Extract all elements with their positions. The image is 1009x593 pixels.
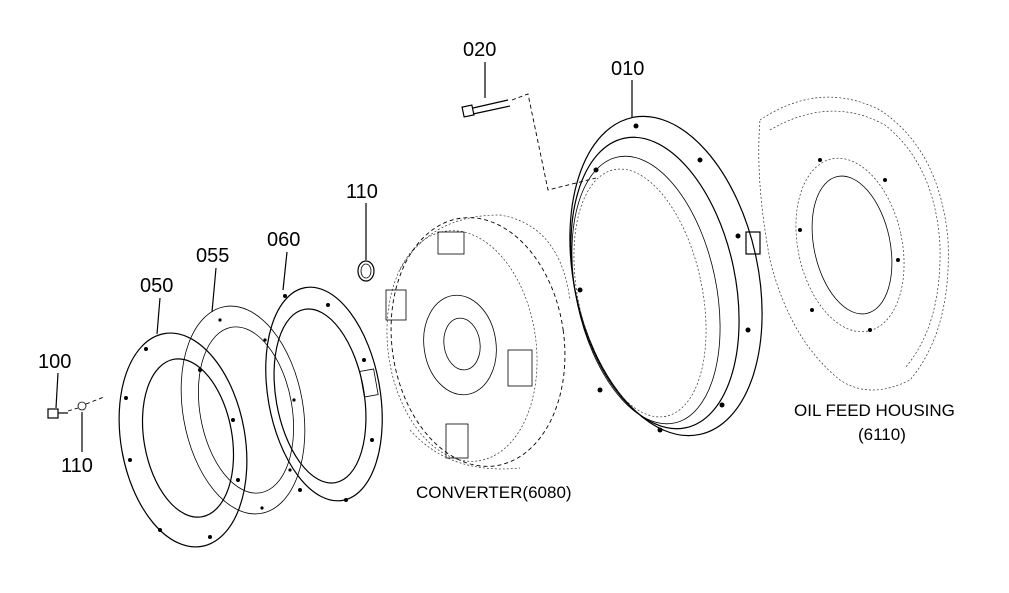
part-010-housing [569,115,763,437]
callout-050: 050 [140,275,173,297]
part-060-ring [265,286,383,502]
caption-oil-feed-housing-code: (6110) [858,425,906,444]
part-020-bolt [461,93,597,191]
part-055-gasket [180,305,306,515]
callout-110-top: 110 [346,181,378,203]
caption-oil-feed-housing: OIL FEED HOUSING [794,401,955,420]
converter-6080 [385,214,571,470]
part-050-plate [118,332,248,548]
part-110-seal-ring [357,260,375,282]
oil-feed-housing-6110 [758,96,949,391]
leader-lines [55,62,633,452]
callout-060: 060 [267,229,300,251]
callout-010: 010 [611,58,644,80]
callout-020: 020 [463,39,496,61]
callout-110-bottom: 110 [61,455,93,477]
callout-055: 055 [196,245,229,267]
part-100-bolt [47,396,105,419]
callout-100: 100 [38,351,71,373]
caption-converter: CONVERTER(6080) [416,483,572,502]
